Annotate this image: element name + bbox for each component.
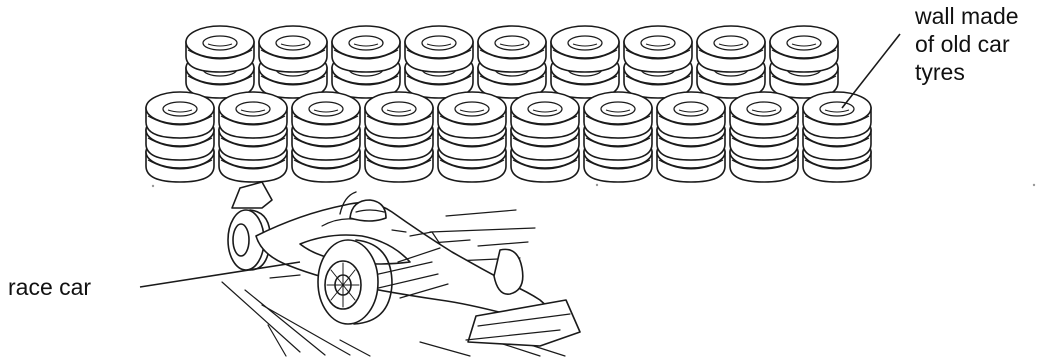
- tyre-icon: [292, 92, 360, 138]
- tyre-icon: [584, 92, 652, 138]
- race-car-illustration: [222, 182, 580, 356]
- tyre-icon: [624, 26, 692, 72]
- wall-leader-line: [842, 34, 900, 108]
- tyre-wall-illustration: [146, 26, 871, 182]
- tyre-icon: [551, 26, 619, 72]
- far-front-wheel-icon: [494, 249, 523, 294]
- tyre-icon: [770, 26, 838, 72]
- tyre-icon: [332, 26, 400, 72]
- tyre-icon: [259, 26, 327, 72]
- tyre-icon: [730, 92, 798, 138]
- wall-label-line-1: wall made: [915, 2, 1019, 30]
- tyre-icon: [365, 92, 433, 138]
- tyre-icon: [697, 26, 765, 72]
- tyre-icon: [146, 92, 214, 138]
- tyre-icon: [219, 92, 287, 138]
- tyre-icon: [186, 26, 254, 72]
- race-car-leader-line: [140, 262, 300, 287]
- tyre-icon: [405, 26, 473, 72]
- tyre-icon: [478, 26, 546, 72]
- wall-label-line-3: tyres: [915, 58, 1019, 86]
- rear-wing: [232, 182, 272, 208]
- tyre-icon: [438, 92, 506, 138]
- tyre-icon: [803, 92, 871, 138]
- tyre-icon: [511, 92, 579, 138]
- tyre-icon: [657, 92, 725, 138]
- wall-label-line-2: of old car: [915, 30, 1019, 58]
- race-car-label: race car: [8, 273, 91, 301]
- scan-marks: [152, 184, 1035, 187]
- wall-label: wall made of old car tyres: [915, 2, 1019, 86]
